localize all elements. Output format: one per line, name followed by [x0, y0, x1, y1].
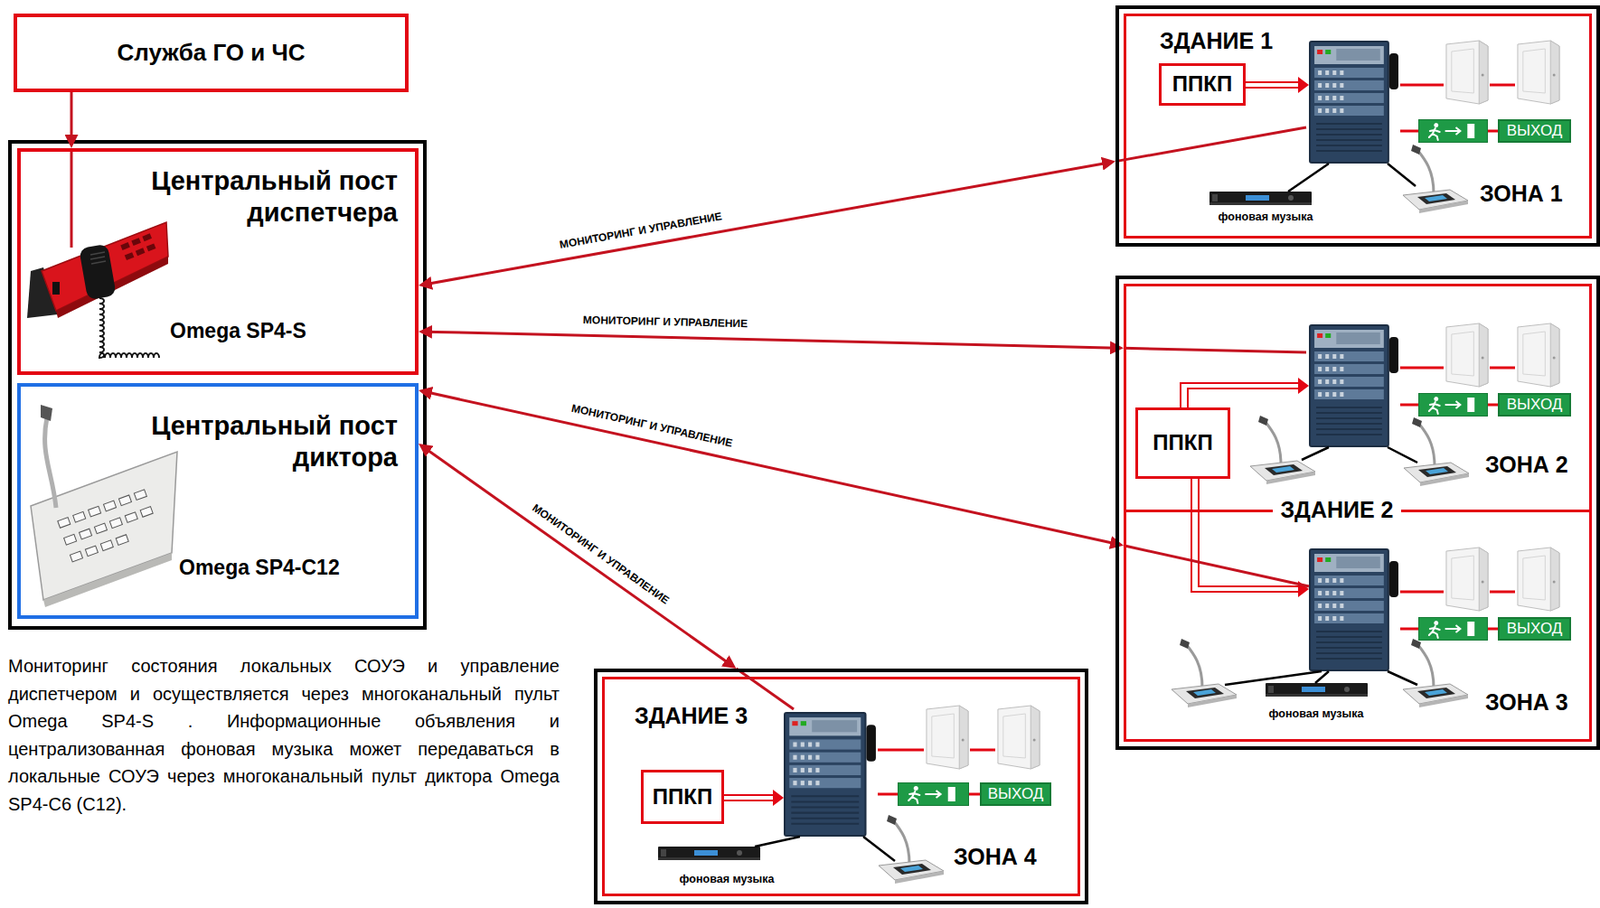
- music-player: [658, 847, 761, 861]
- building-title: ЗДАНИЕ 3: [634, 702, 748, 730]
- music-player: [1265, 683, 1368, 697]
- amplifier-cabinet: [1309, 41, 1399, 163]
- fire-panel-box: ППКП: [640, 770, 725, 825]
- zone-title: ЗОНА 2: [1485, 451, 1569, 479]
- wire-continuation: [1123, 545, 1309, 587]
- fire-panel-box: ППКП: [1158, 63, 1246, 106]
- exit-pictogram: [1418, 618, 1488, 641]
- zone-title: ЗОНА 1: [1479, 179, 1563, 208]
- connector-arrow: [423, 162, 1111, 285]
- speaker-wire: [877, 84, 1516, 795]
- desk-microphone: [1403, 417, 1469, 487]
- zone-frame: [603, 678, 1080, 896]
- model-name: Omega SP4-S: [169, 319, 307, 345]
- post-frame: [9, 141, 425, 629]
- exit-sign: ВЫХОД: [1497, 617, 1572, 641]
- amplifier-cabinet: [784, 713, 876, 837]
- device-caption: фоновая музыка: [679, 873, 775, 887]
- announcer-post: Центральный пост диктораOmega SP4-C12: [17, 383, 419, 620]
- loudspeaker: [1446, 40, 1488, 104]
- building-title: ЗДАНИЕ 2: [1272, 496, 1401, 524]
- connector-label: МОНИТОРИНГ И УПРАВЛЕНИЕ: [529, 502, 672, 609]
- building-box: ППКП ВЫХОД ЗОНА 2 ВЫХОД ЗОНА 3 ЗДАНИЕ 2: [1115, 275, 1600, 751]
- exit-pictogram: [898, 783, 970, 807]
- box-title: Служба ГО и ЧС: [117, 38, 306, 67]
- connector-label: МОНИТОРИНГ И УПРАВЛЕНИЕ: [583, 314, 748, 331]
- fire-panel-arrowhead: [772, 76, 1309, 807]
- connector-arrow: [423, 446, 733, 666]
- wire-continuation: [70, 148, 74, 248]
- loudspeaker: [926, 705, 969, 770]
- fire-panel-wire: [724, 82, 1302, 801]
- wire-continuation: [1123, 348, 1307, 353]
- zone-title: ЗОНА 3: [1485, 688, 1569, 716]
- building-box: ППКП ВЫХОД ЗДАНИЕ 3 ЗОНА 4: [593, 668, 1089, 905]
- exit-text: ВЫХОД: [1506, 620, 1563, 639]
- exit-text: ВЫХОД: [1506, 122, 1563, 141]
- desk-microphone: [1250, 415, 1316, 485]
- desk-microphone: [878, 815, 944, 885]
- panel-name: ППКП: [652, 784, 713, 811]
- service-box: Служба ГО и ЧС: [13, 13, 409, 93]
- device-caption: фоновая музыка: [1269, 707, 1365, 722]
- exit-sign: ВЫХОД: [1497, 119, 1572, 143]
- exit-pictogram: [1418, 394, 1488, 417]
- exit-sign: ВЫХОД: [1497, 393, 1572, 417]
- connector-arrow: [423, 331, 1119, 349]
- post-title: Центральный пост диспетчера: [90, 165, 398, 229]
- zone-title: ЗОНА 4: [953, 843, 1037, 871]
- loudspeaker: [1446, 547, 1488, 612]
- dispatcher-post: Центральный пост диспетчераOmega SP4-S: [17, 148, 419, 376]
- panel-name: ППКП: [1152, 430, 1213, 457]
- desk-microphone: [1402, 144, 1469, 214]
- exit-text: ВЫХОД: [1506, 395, 1563, 415]
- music-player: [1209, 191, 1312, 206]
- loudspeaker: [1517, 40, 1560, 104]
- building-box: ППКП ВЫХОД ЗДАНИЕ 1 ЗОНА 1: [1115, 5, 1600, 247]
- wire-continuation: [1115, 127, 1307, 162]
- amplifier-cabinet: [1309, 325, 1399, 447]
- exit-text: ВЫХОД: [988, 785, 1045, 804]
- panel-name: ППКП: [1172, 71, 1233, 98]
- connector-arrow: [70, 92, 74, 143]
- zone-box: ППКП ВЫХОД ЗОНА 2: [1123, 283, 1592, 513]
- loudspeaker: [1446, 323, 1488, 387]
- exit-sign: ВЫХОД: [979, 782, 1052, 807]
- loudspeaker: [1517, 547, 1560, 612]
- amplifier-cabinet: [1309, 549, 1399, 671]
- desk-microphone: [1171, 639, 1237, 708]
- fire-panel-box: ППКП: [1135, 407, 1231, 480]
- exit-pictogram: [1418, 120, 1488, 143]
- dispatcher-console: [27, 222, 169, 358]
- zone-frame: [1125, 15, 1591, 238]
- note-text: Мониторинг состояния локальных СОУЭ и уп…: [8, 652, 560, 819]
- model-name: Omega SP4-C12: [178, 555, 340, 582]
- loudspeaker: [1517, 323, 1560, 387]
- building-title: ЗДАНИЕ 1: [1159, 27, 1273, 55]
- device-caption: фоновая музыка: [1218, 210, 1314, 225]
- desk-microphone: [1402, 639, 1469, 708]
- loudspeaker: [997, 705, 1040, 770]
- connector-label: МОНИТОРИНГ И УПРАВЛЕНИЕ: [569, 403, 734, 452]
- post-title: Центральный пост диктора: [90, 410, 398, 474]
- zone-box: ВЫХОД ЗОНА 3: [1123, 509, 1592, 743]
